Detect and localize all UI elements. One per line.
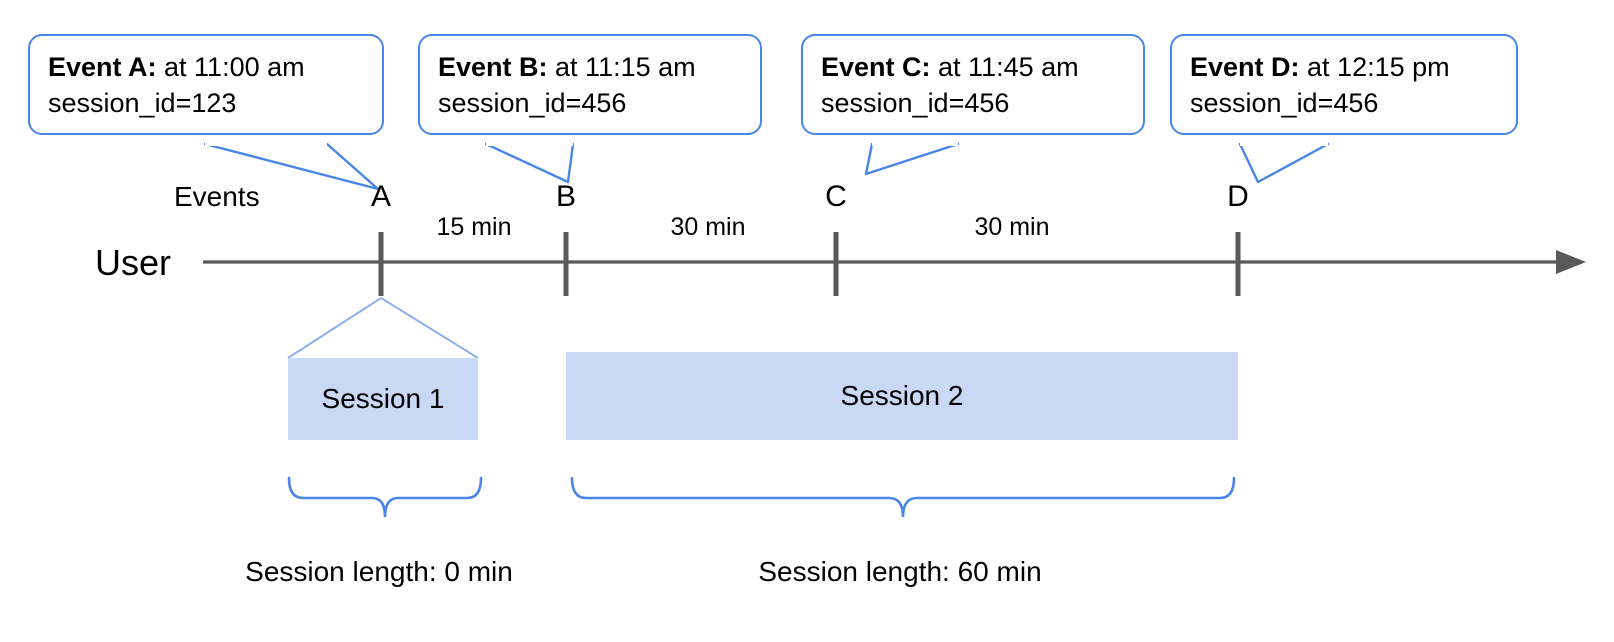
- session2-brace: [570, 476, 1236, 518]
- callout-d-time: at 12:15 pm: [1299, 52, 1450, 82]
- callout-a-session-id: session_id=123: [48, 87, 237, 118]
- callout-b-title: Event B:: [438, 52, 548, 82]
- event-marker-label-a: A: [370, 180, 392, 213]
- callout-b-tail: [484, 142, 575, 184]
- event-marker-label-d: D: [1227, 180, 1249, 213]
- callout-c-session-id: session_id=456: [821, 87, 1010, 118]
- event-marker-label-c: C: [825, 180, 847, 213]
- gap-label-c-d: 30 min: [974, 213, 1050, 241]
- callout-b-session-id: session_id=456: [438, 87, 627, 118]
- axis-label-user: User: [95, 242, 172, 283]
- session1-connector-right: [380, 297, 479, 359]
- callout-a-title: Event A:: [48, 52, 157, 82]
- session-bar-2: Session 2: [566, 352, 1238, 440]
- session-bar-2-label: Session 2: [840, 380, 964, 411]
- event-marker-label-b: B: [555, 180, 577, 213]
- callout-b-time: at 11:15 am: [547, 52, 696, 82]
- callout-c-time: at 11:45 am: [930, 52, 1079, 82]
- session-bar-1-label: Session 1: [321, 383, 445, 414]
- timeline-arrowhead: [1556, 250, 1586, 274]
- callout-d-title: Event D:: [1190, 52, 1300, 82]
- callout-event-d: Event D: at 12:15 pm session_id=456: [1170, 34, 1518, 136]
- gap-label-b-c: 30 min: [670, 213, 746, 241]
- callout-event-b: Event B: at 11:15 am session_id=456: [418, 34, 762, 136]
- session1-connector-left: [287, 297, 382, 359]
- callout-c-tail: [864, 142, 960, 176]
- callout-event-c: Event C: at 11:45 am session_id=456: [801, 34, 1145, 136]
- session-length-label-1: Session length: 0 min: [245, 556, 513, 587]
- session1-brace: [287, 476, 483, 518]
- callout-a-time: at 11:00 am: [156, 52, 305, 82]
- session-bar-1: Session 1: [288, 358, 478, 440]
- axis-label-events: Events: [174, 181, 260, 212]
- callout-event-a: Event A: at 11:00 am session_id=123: [28, 34, 384, 136]
- gap-label-a-b: 15 min: [436, 213, 512, 241]
- callout-c-title: Event C:: [821, 52, 931, 82]
- callout-d-session-id: session_id=456: [1190, 87, 1379, 118]
- session-length-label-2: Session length: 60 min: [758, 556, 1042, 587]
- callout-d-tail: [1238, 142, 1330, 184]
